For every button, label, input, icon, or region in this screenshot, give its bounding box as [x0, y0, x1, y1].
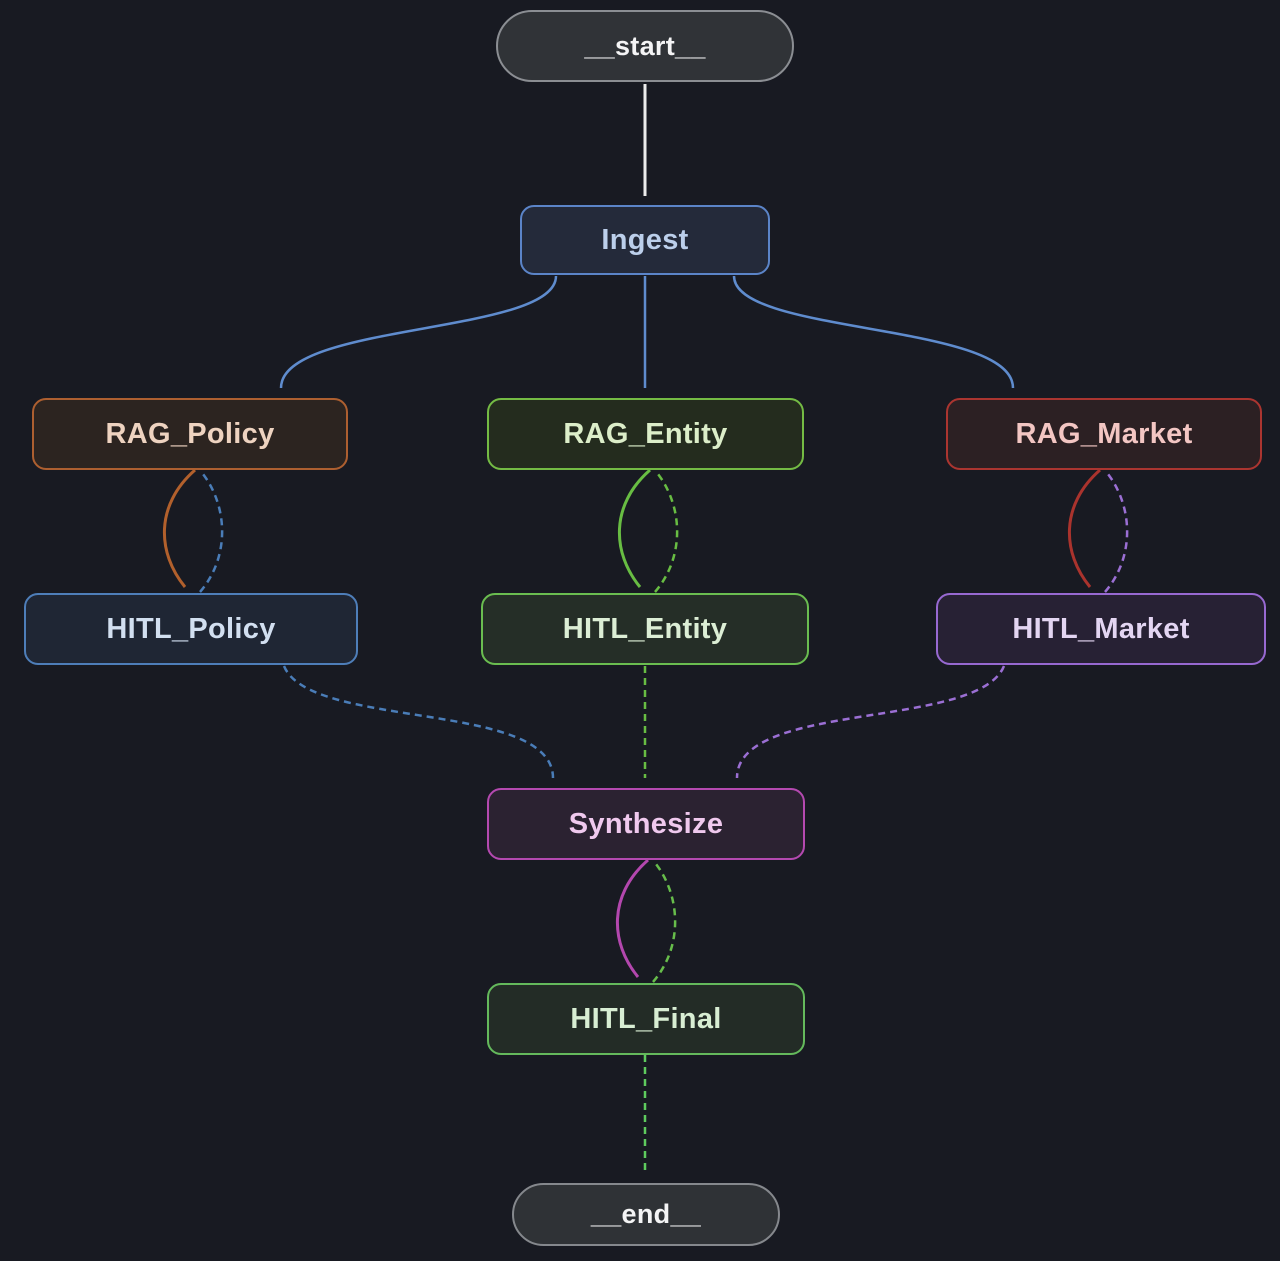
- node-hitl-entity-label: HITL_Entity: [562, 612, 728, 645]
- edge-rag-market-hitl-market: [1067, 468, 1101, 588]
- edge-synthesize-hitl-final: [615, 858, 649, 978]
- node-ingest-label: Ingest: [601, 223, 689, 256]
- node-synthesize-label: Synthesize: [568, 807, 724, 840]
- node-hitl-policy-label: HITL_Policy: [106, 612, 276, 645]
- edge-rag-entity-hitl-entity: [617, 468, 651, 588]
- edge-ingest-rag-market: [732, 275, 1015, 389]
- node-rag-entity: RAG_Entity: [487, 398, 804, 470]
- edge-hitl-market-rag-market: [1104, 473, 1129, 593]
- node-hitl-final-label: HITL_Final: [570, 1002, 722, 1035]
- node-rag-policy-label: RAG_Policy: [105, 417, 275, 450]
- node-start-label: __start__: [584, 30, 706, 61]
- node-rag-policy: RAG_Policy: [32, 398, 348, 470]
- edge-hitl-policy-rag-policy: [199, 473, 224, 593]
- edge-ingest-rag-policy: [279, 275, 558, 389]
- edge-rag-policy-hitl-policy: [162, 468, 196, 588]
- node-rag-market: RAG_Market: [946, 398, 1262, 470]
- node-hitl-final: HITL_Final: [487, 983, 805, 1055]
- node-hitl-market: HITL_Market: [936, 593, 1266, 665]
- node-hitl-entity: HITL_Entity: [481, 593, 809, 665]
- node-hitl-policy: HITL_Policy: [24, 593, 358, 665]
- edge-hitl-policy-synthesize: [282, 665, 555, 779]
- node-start: __start__: [496, 10, 794, 82]
- edge-hitl-market-synthesize: [735, 665, 1006, 779]
- edge-hitl-final-synthesize: [652, 863, 677, 983]
- node-end: __end__: [512, 1183, 780, 1246]
- node-synthesize: Synthesize: [487, 788, 805, 860]
- node-hitl-market-label: HITL_Market: [1012, 612, 1190, 645]
- edge-hitl-entity-rag-entity: [654, 473, 679, 593]
- node-end-label: __end__: [590, 1199, 702, 1229]
- node-ingest: Ingest: [520, 205, 770, 275]
- node-rag-market-label: RAG_Market: [1015, 417, 1193, 450]
- node-rag-entity-label: RAG_Entity: [563, 417, 728, 450]
